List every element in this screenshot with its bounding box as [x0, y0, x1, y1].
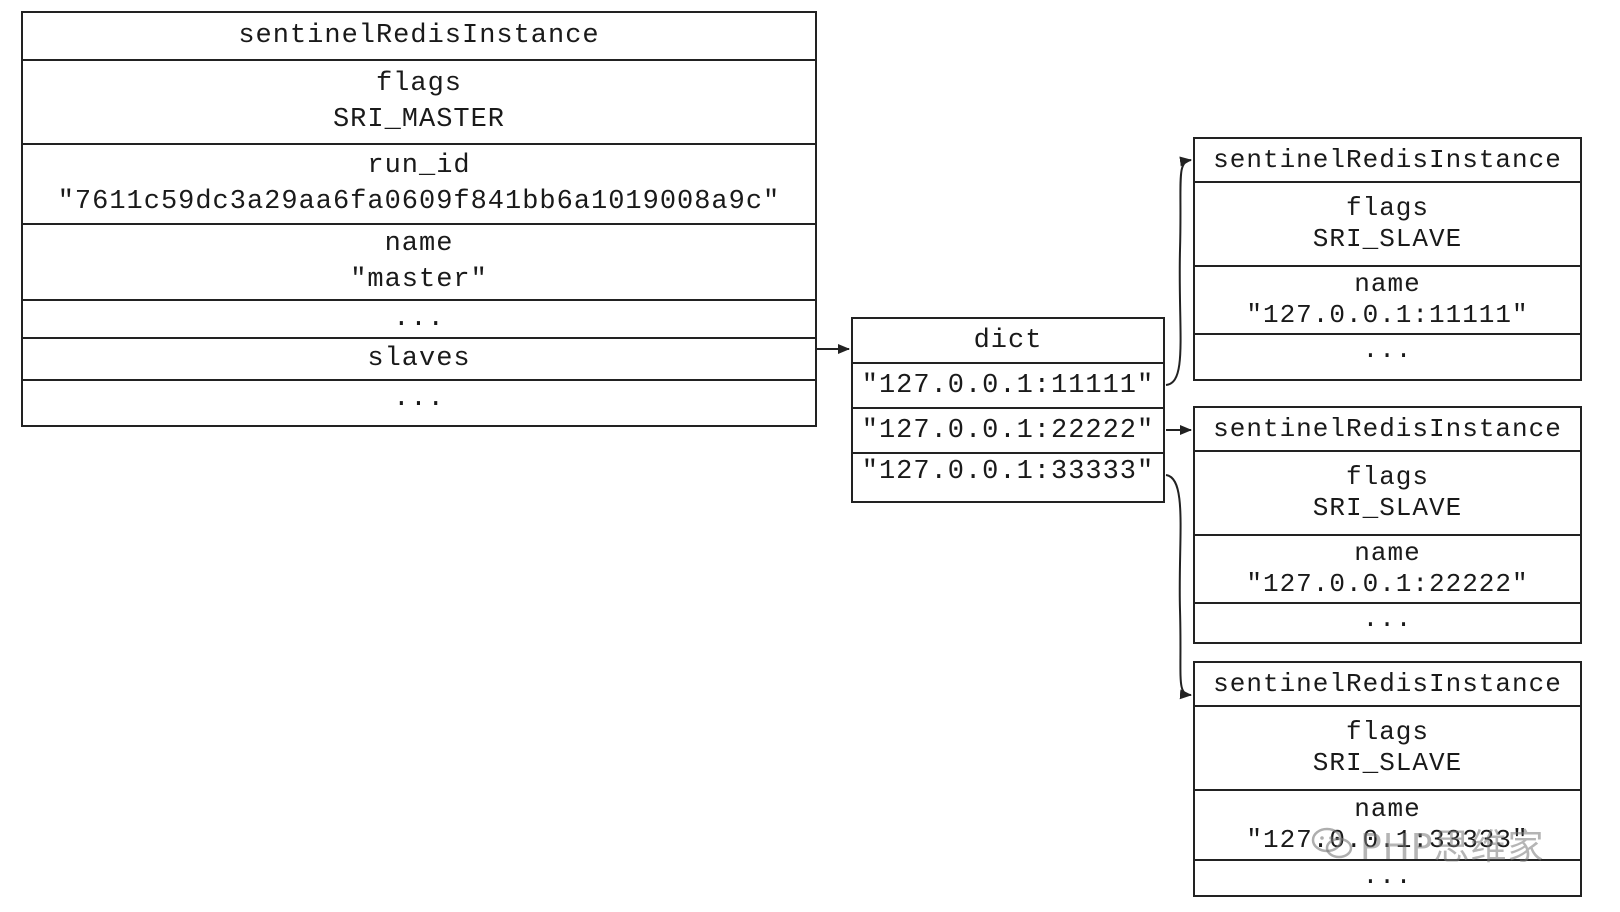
slave-flags-value: SRI_SLAVE: [1312, 493, 1463, 523]
master-name-row: name "master": [23, 225, 815, 301]
slave-title: sentinelRedisInstance: [1213, 413, 1562, 444]
slave-name-label: name: [1354, 538, 1421, 568]
master-title-row: sentinelRedisInstance: [23, 13, 815, 61]
watermark: PHP思维家: [1310, 818, 1545, 870]
slaves-dict: dict "127.0.0.1:11111" "127.0.0.1:22222"…: [851, 317, 1165, 503]
arrow-dict-to-slave-1: [1165, 156, 1192, 386]
slave-name-label: name: [1354, 794, 1421, 824]
master-run-id-value: "7611c59dc3a29aa6fa0609f841bb6a1019008a9…: [57, 187, 781, 217]
dict-key-row: "127.0.0.1:11111": [853, 364, 1163, 409]
slave-flags-label: flags: [1345, 462, 1429, 492]
wechat-icon: [1311, 827, 1353, 859]
master-title: sentinelRedisInstance: [238, 21, 600, 51]
slave-name-row: name "127.0.0.1:11111": [1195, 267, 1580, 335]
master-name-label: name: [384, 229, 454, 259]
slave-name-row: name "127.0.0.1:33333": [1195, 791, 1580, 861]
slave-ellipsis-row: ...: [1195, 604, 1580, 635]
slave-name-value: "127.0.0.1:11111": [1246, 300, 1529, 330]
slave-flags-value: SRI_SLAVE: [1312, 224, 1463, 254]
master-instance-struct: sentinelRedisInstance flags SRI_MASTER r…: [21, 11, 817, 427]
slave-ellipsis: ...: [1362, 335, 1413, 365]
slave-instance-struct-1: sentinelRedisInstance flags SRI_SLAVE na…: [1193, 137, 1582, 381]
dict-key-row: "127.0.0.1:33333": [853, 454, 1163, 490]
slave-instance-struct-3: sentinelRedisInstance flags SRI_SLAVE na…: [1193, 661, 1582, 897]
slave-ellipsis: ...: [1362, 604, 1413, 634]
slave-title-row: sentinelRedisInstance: [1195, 408, 1580, 452]
slave-title: sentinelRedisInstance: [1213, 144, 1562, 175]
slave-flags-row: flags SRI_SLAVE: [1195, 452, 1580, 536]
watermark-text: PHP思维家: [1360, 827, 1545, 868]
slave-title-row: sentinelRedisInstance: [1195, 663, 1580, 707]
master-flags-value: SRI_MASTER: [332, 105, 506, 135]
slave-ellipsis-row: ...: [1195, 335, 1580, 366]
slave-ellipsis: ...: [1362, 861, 1413, 891]
slave-name-value: "127.0.0.1:33333": [1246, 825, 1529, 855]
slave-instance-struct-2: sentinelRedisInstance flags SRI_SLAVE na…: [1193, 406, 1582, 644]
master-flags-label: flags: [375, 69, 462, 99]
slave-flags-row: flags SRI_SLAVE: [1195, 183, 1580, 267]
master-ellipsis-row-1: ...: [23, 301, 815, 339]
slave-title-row: sentinelRedisInstance: [1195, 139, 1580, 183]
master-slaves-row: slaves: [23, 339, 815, 381]
slave-name-row: name "127.0.0.1:22222": [1195, 536, 1580, 604]
master-flags-row: flags SRI_MASTER: [23, 61, 815, 145]
dict-key-1: "127.0.0.1:11111": [861, 370, 1155, 401]
dict-key-row: "127.0.0.1:22222": [853, 409, 1163, 454]
master-name-value: "master": [350, 265, 488, 295]
slave-flags-label: flags: [1345, 717, 1429, 747]
slave-flags-label: flags: [1345, 193, 1429, 223]
master-run-id-label: run_id: [367, 151, 471, 181]
slave-flags-value: SRI_SLAVE: [1312, 748, 1463, 778]
slave-ellipsis-row: ...: [1195, 861, 1580, 892]
arrow-dict-to-slave-3: [1165, 474, 1192, 700]
dict-title-row: dict: [853, 319, 1163, 364]
master-ellipsis-row-2: ...: [23, 381, 815, 417]
slave-name-value: "127.0.0.1:22222": [1246, 569, 1529, 599]
master-ellipsis-2: ...: [393, 384, 445, 414]
master-run-id-row: run_id "7611c59dc3a29aa6fa0609f841bb6a10…: [23, 145, 815, 225]
master-ellipsis-1: ...: [393, 304, 445, 334]
slave-name-label: name: [1354, 269, 1421, 299]
slave-flags-row: flags SRI_SLAVE: [1195, 707, 1580, 791]
slave-title: sentinelRedisInstance: [1213, 668, 1562, 699]
dict-key-2: "127.0.0.1:22222": [861, 415, 1155, 446]
dict-title: dict: [973, 325, 1043, 356]
master-slaves-label: slaves: [367, 344, 471, 374]
dict-key-3: "127.0.0.1:33333": [861, 457, 1155, 487]
